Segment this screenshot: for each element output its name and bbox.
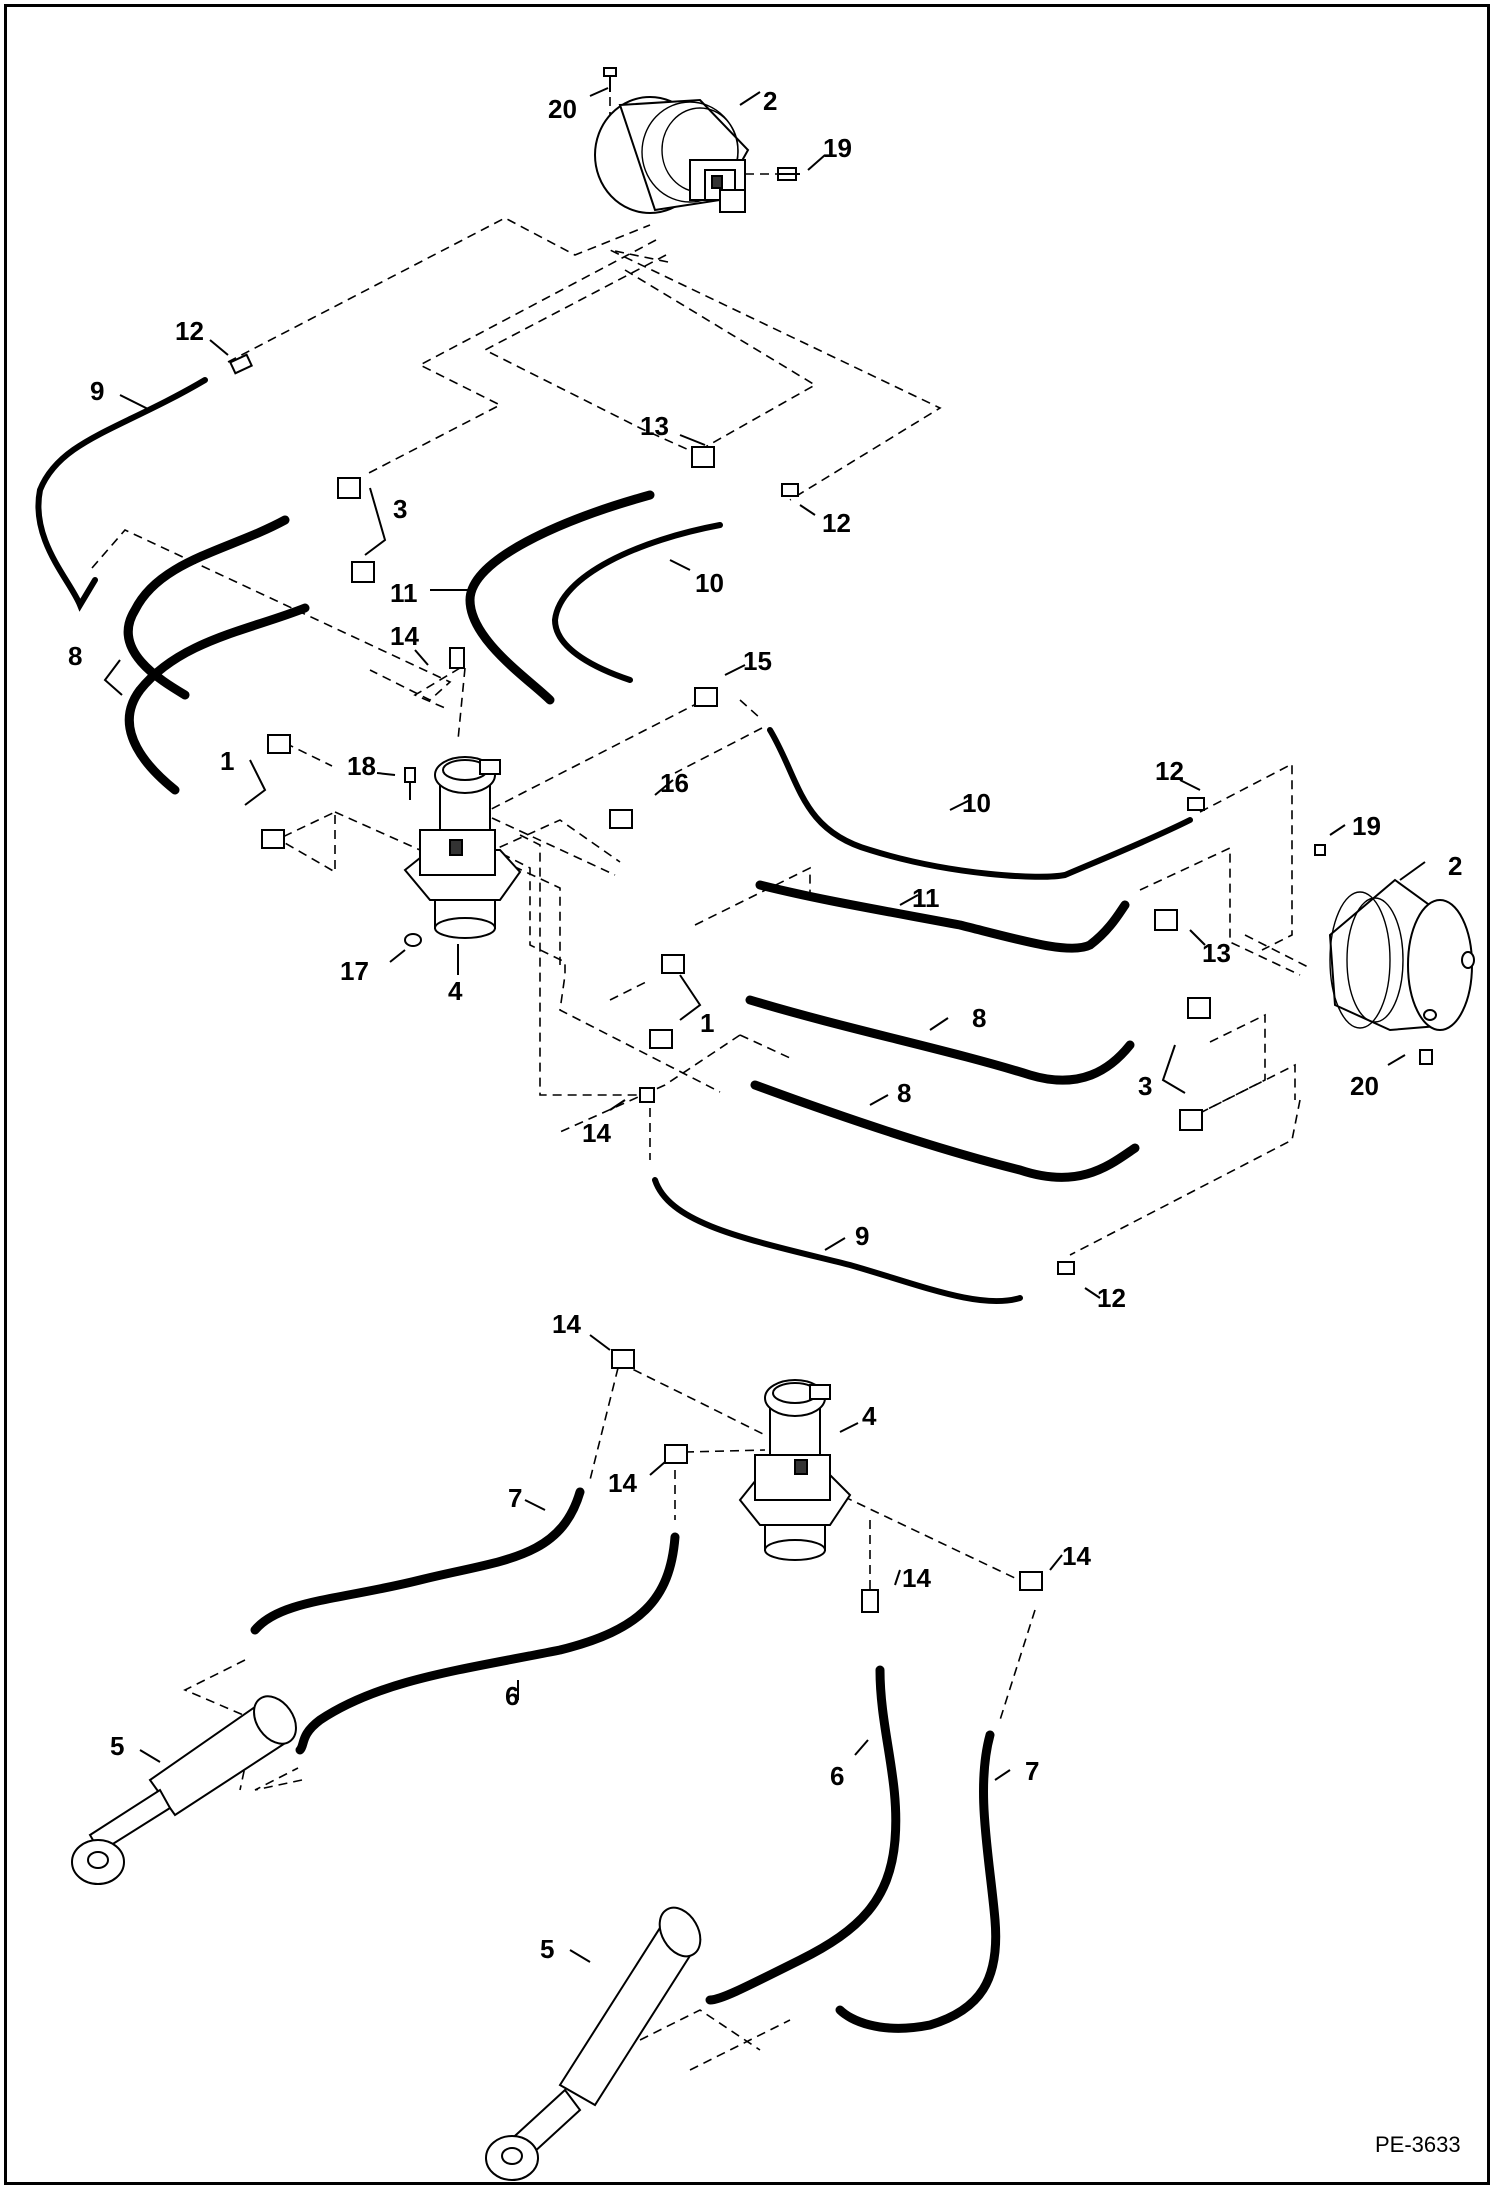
diagram-frame <box>4 4 1490 2185</box>
connection-lines <box>91 82 1311 2071</box>
callout-5: 5 <box>540 1934 554 1964</box>
callout-10: 10 <box>695 568 724 598</box>
bolt-20-right <box>1419 1049 1433 1065</box>
callout-12: 12 <box>1155 756 1184 786</box>
callout-6: 6 <box>505 1681 519 1711</box>
callout-1: 1 <box>700 1008 714 1038</box>
travel-motor-right <box>1328 878 1475 1032</box>
callout-12: 12 <box>175 316 204 346</box>
callout-9: 9 <box>855 1221 869 1251</box>
callout-3: 3 <box>1138 1071 1152 1101</box>
callout-19: 19 <box>1352 811 1381 841</box>
callout-7: 7 <box>508 1483 522 1513</box>
swivel-valve-lower <box>738 1379 852 1561</box>
callout-16: 16 <box>660 768 689 798</box>
travel-motor-top <box>594 96 750 214</box>
callout-4: 4 <box>448 976 463 1006</box>
callout-12: 12 <box>1097 1283 1126 1313</box>
cylinder-left <box>71 1695 297 1885</box>
swivel-valve-middle <box>403 756 522 939</box>
callout-14: 14 <box>582 1118 611 1148</box>
callout-8: 8 <box>972 1003 986 1033</box>
nut-17 <box>404 933 422 947</box>
callout-8: 8 <box>68 641 82 671</box>
document-id: PE-3633 <box>1375 2132 1461 2157</box>
callout-20: 20 <box>548 94 577 124</box>
callout-11: 11 <box>912 883 940 913</box>
callout-3: 3 <box>393 494 407 524</box>
callout-14: 14 <box>552 1309 581 1339</box>
callout-2: 2 <box>763 86 777 116</box>
callout-5: 5 <box>110 1731 124 1761</box>
callout-1: 1 <box>220 746 234 776</box>
callout-11: 11 <box>390 578 418 608</box>
cylinder-right <box>485 1906 702 2181</box>
bolt-18 <box>404 767 416 800</box>
hoses <box>35 377 1193 2033</box>
callout-20: 20 <box>1350 1071 1379 1101</box>
callout-14: 14 <box>608 1468 637 1498</box>
callout-19: 19 <box>823 133 852 163</box>
callout-labels: 20 2 19 12 9 13 3 12 11 10 8 14 15 1 18 … <box>68 86 1462 1964</box>
callout-14: 14 <box>902 1563 931 1593</box>
callout-13: 13 <box>1202 938 1231 968</box>
bolt-19-top <box>777 167 800 181</box>
callout-12: 12 <box>822 508 851 538</box>
callout-7: 7 <box>1025 1756 1039 1786</box>
callout-2: 2 <box>1448 851 1462 881</box>
leader-lines <box>103 87 1426 1963</box>
callout-8: 8 <box>897 1078 911 1108</box>
callout-17: 17 <box>340 956 369 986</box>
callout-13: 13 <box>640 411 669 441</box>
bolt-20-top <box>603 67 617 92</box>
callout-10: 10 <box>962 788 991 818</box>
callout-14: 14 <box>390 621 419 651</box>
bolt-19-right <box>1314 844 1326 856</box>
callout-9: 9 <box>90 376 104 406</box>
callout-15: 15 <box>743 646 772 676</box>
callout-14: 14 <box>1062 1541 1091 1571</box>
callout-18: 18 <box>347 751 376 781</box>
callout-6: 6 <box>830 1761 844 1791</box>
fittings <box>228 353 1211 1613</box>
callout-4: 4 <box>862 1401 877 1431</box>
